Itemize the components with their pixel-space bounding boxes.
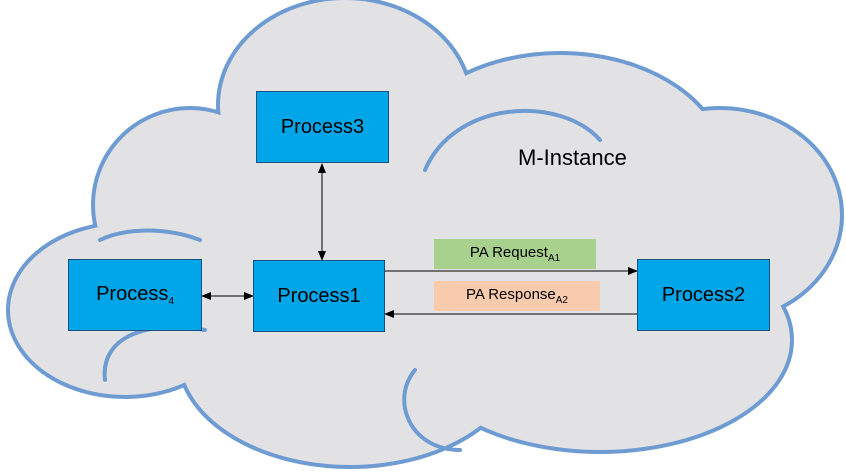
process4-box[interactable]: Process4 [68,259,202,331]
process3-label: Process3 [280,115,365,138]
response-label: PA ResponseA2 [434,281,600,311]
process2-label: Process2 [661,283,746,306]
cloud-shape [6,0,844,469]
response-subscript: A2 [555,295,568,306]
process1-box[interactable]: Process1 [253,260,385,332]
process3-box[interactable]: Process3 [256,91,389,163]
request-label: PA RequestA1 [434,239,596,269]
connectors [201,163,638,318]
process4-subscript: 4 [168,296,174,307]
diagram-title: M-Instance [518,145,627,170]
process2-box[interactable]: Process2 [637,259,770,331]
process4-label: Process4 [96,283,174,307]
request-subscript: A1 [547,253,561,264]
process1-label: Process1 [277,284,361,307]
